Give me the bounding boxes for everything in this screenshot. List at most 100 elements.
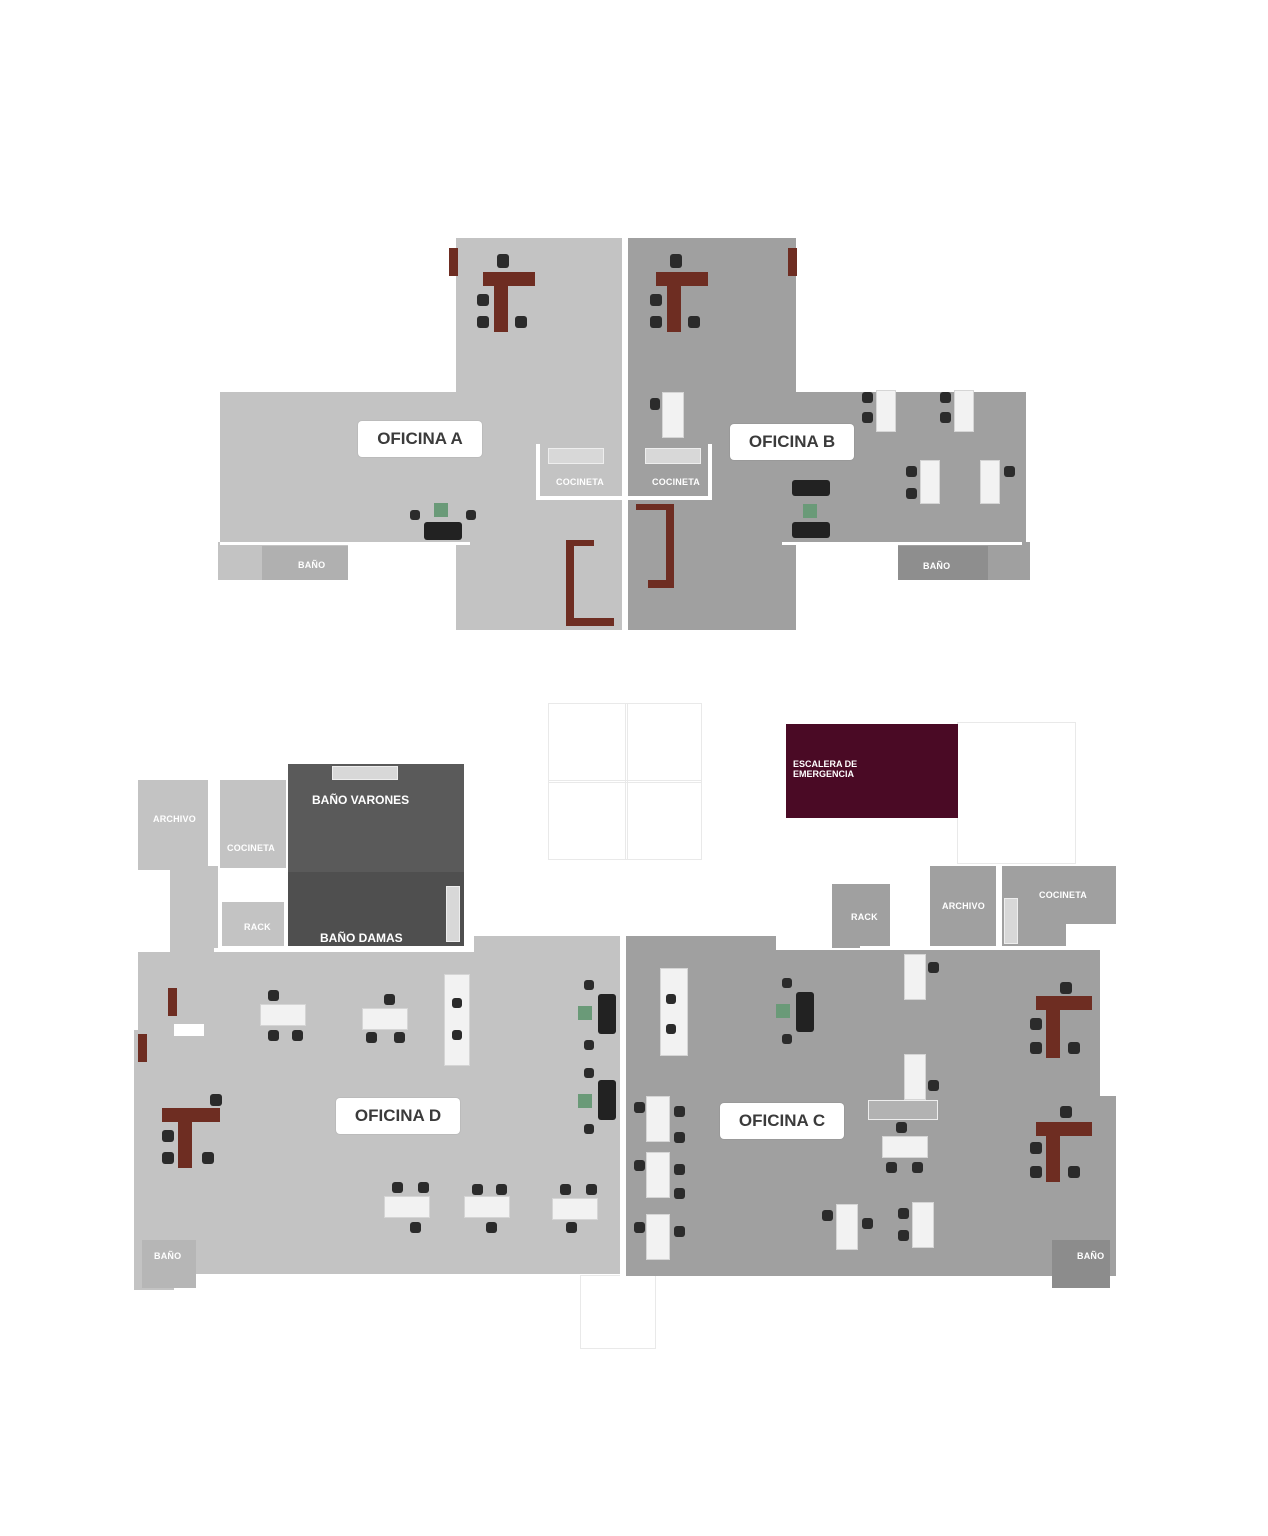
service-outline [957,722,1076,864]
office-c-label: OFICINA C [720,1103,844,1139]
rack-c-room [832,884,890,948]
chair [560,1184,571,1195]
chair [477,316,489,328]
work-desk [954,390,974,432]
work-desk [464,1196,510,1218]
office-a-kitchen-wall-v [536,444,540,500]
office-d-wall [214,948,474,952]
chair [1030,1142,1042,1154]
office-c-wall [860,946,1106,950]
chair [670,254,682,268]
work-desk [904,954,926,1000]
bano-damas-label: BAÑO DAMAS [320,931,403,945]
chair [940,392,951,403]
office-b-label: OFICINA B [730,424,854,460]
sofa [792,522,830,538]
office-c-east [1094,1096,1116,1276]
sofa [598,1080,616,1120]
chair [584,1124,594,1134]
chair [410,510,420,520]
chair [898,1230,909,1241]
chair [862,1218,873,1229]
sofa [792,480,830,496]
elevator-shaft-divider [625,703,628,860]
chair [392,1182,403,1193]
chair [928,1080,939,1091]
bano-b-label: BAÑO [923,561,951,571]
office-a-west-wing [220,392,470,542]
chair [384,994,395,1005]
chair [650,316,662,328]
bano-c-room [1052,1240,1110,1288]
emergency-stair-label: ESCALERA DE EMERGENCIA [793,759,858,779]
sink-counter [332,766,398,780]
work-desk [552,1198,598,1220]
work-desk [646,1096,670,1142]
reception-desk [566,540,594,546]
work-desk [904,1054,926,1100]
chair [1030,1042,1042,1054]
chair [862,412,873,423]
office-a-label: OFICINA A [358,421,482,457]
cocineta-c-label: COCINETA [1039,890,1087,900]
chair [1030,1166,1042,1178]
chair [584,1040,594,1050]
plant [803,504,817,518]
chair [822,1210,833,1221]
chair [674,1226,685,1237]
chair [912,1162,923,1173]
cocineta-b-label: COCINETA [652,477,700,487]
chair [674,1188,685,1199]
work-desk [260,1004,306,1026]
chair [674,1164,685,1175]
chair [497,254,509,268]
desk [1036,1122,1092,1136]
bano-damas-room [288,872,464,946]
work-desk [384,1196,430,1218]
cabinet [138,1034,147,1062]
cabinet [788,248,797,276]
entrance-outline [580,1275,656,1349]
sink-counter [446,886,460,942]
kitchen-counter-b [645,448,701,464]
desk [1036,996,1092,1010]
reception-counter [660,968,688,1056]
chair [650,398,660,410]
chair [1068,1166,1080,1178]
office-d-entrance [474,936,622,956]
archivo-d-label: ARCHIVO [153,814,196,824]
chair [466,510,476,520]
office-a-kitchen-wall [536,496,626,500]
office-d-label: OFICINA D [336,1098,460,1134]
chair [268,1030,279,1041]
plant [578,1006,592,1020]
sofa [598,994,616,1034]
chair [566,1222,577,1233]
chair [268,990,279,1001]
chair [162,1130,174,1142]
cocineta-a-label: COCINETA [556,477,604,487]
office-a-wall [220,542,470,545]
kitchen-counter-a [548,448,604,464]
chair [898,1208,909,1219]
plant [434,503,448,517]
rack-c-label: RACK [851,912,878,922]
chair [202,1152,214,1164]
office-b-kitchen-wall [626,496,712,500]
desk [483,272,535,286]
chair [650,294,662,306]
chair [584,1068,594,1078]
office-d-column [174,1024,204,1036]
chair [862,392,873,403]
chair [666,994,676,1004]
archivo-c-room [930,866,996,948]
bano-a-label: BAÑO [298,560,326,570]
bano-varones-label: BAÑO VARONES [312,793,410,807]
chair [486,1222,497,1233]
reception-desk [648,580,674,588]
desk [1046,1010,1060,1058]
work-desk [362,1008,408,1030]
chair [634,1102,645,1113]
work-desk [646,1152,670,1198]
